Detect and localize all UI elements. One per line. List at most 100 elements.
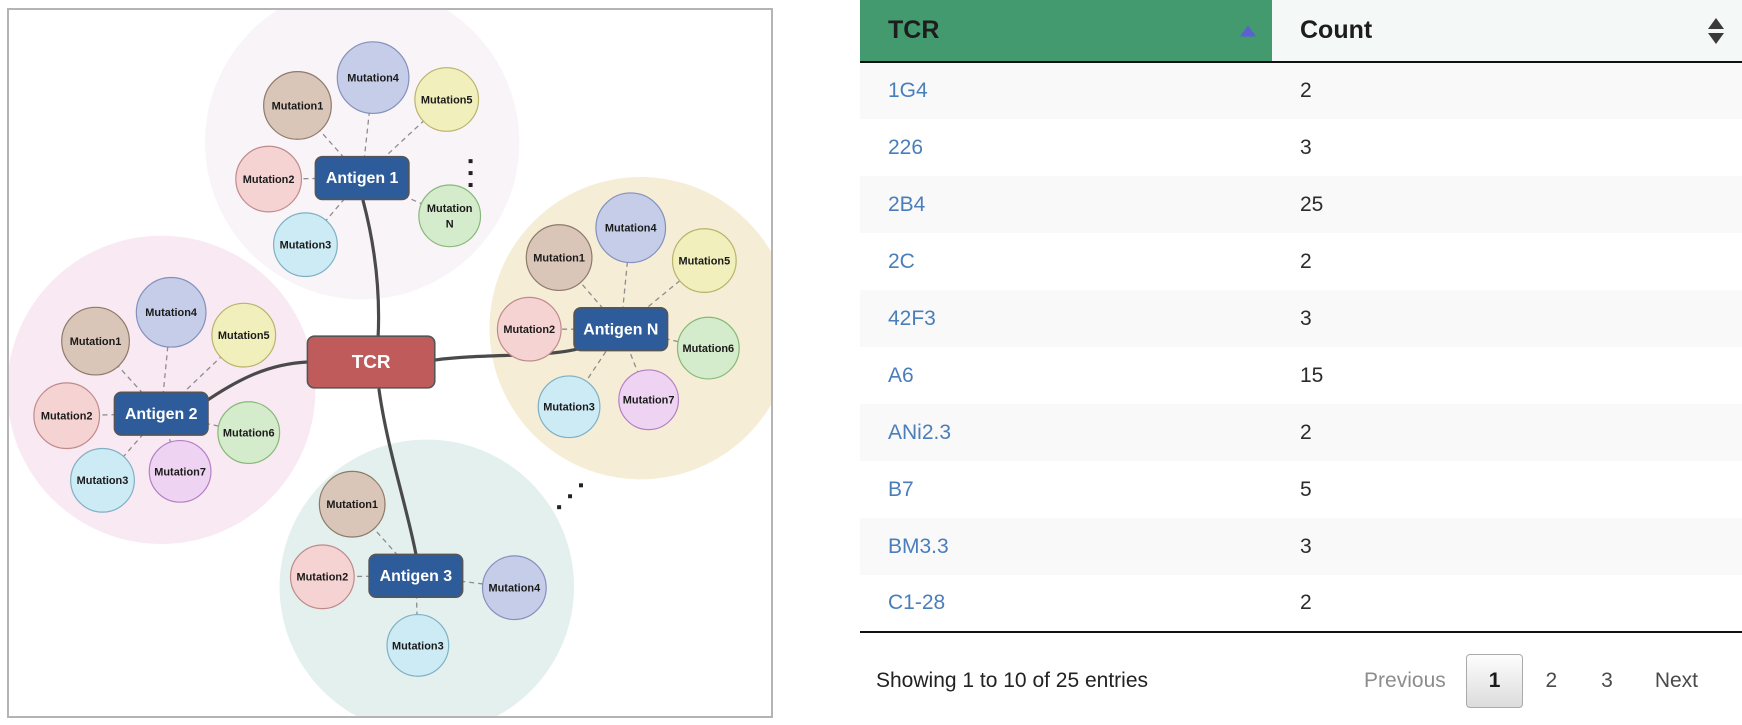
- tcr-antigen-link: [377, 388, 418, 556]
- antigen-label: Antigen 3: [380, 568, 453, 585]
- mutation-node[interactable]: Mutation6: [676, 316, 740, 380]
- pagination-next[interactable]: Next: [1654, 669, 1698, 692]
- sort-ascending-icon: [1240, 25, 1256, 36]
- mutation-circle: [217, 401, 281, 465]
- mutation-label: Mutation: [427, 203, 473, 215]
- mutation-node[interactable]: Mutation3: [386, 613, 450, 677]
- cell-tcr[interactable]: A6: [888, 363, 914, 387]
- mutation-nodes: Mutation1Mutation2Mutation3Mutation4Muta…: [33, 41, 740, 677]
- antigen-node-antigen-2[interactable]: Antigen 2: [113, 391, 209, 436]
- mutation-label: Mutation4: [347, 73, 400, 85]
- mutation-node[interactable]: Mutation6: [217, 401, 281, 465]
- mutation-node[interactable]: Mutation2: [496, 296, 562, 362]
- mutation-node[interactable]: Mutation4: [336, 41, 410, 115]
- mutation-node[interactable]: Mutation1: [525, 224, 593, 292]
- cell-tcr[interactable]: C1-28: [860, 575, 1272, 633]
- antigen-box: [573, 307, 669, 352]
- mutation-circle: [263, 71, 332, 140]
- cell-tcr[interactable]: B7: [888, 477, 914, 501]
- mutation-node[interactable]: Mutation7: [618, 369, 680, 431]
- antigen-node-antigen-n[interactable]: Antigen N: [573, 307, 669, 352]
- mutation-node[interactable]: Mutation4: [481, 555, 547, 621]
- table-row[interactable]: A6 15: [860, 347, 1742, 404]
- mutation-label: Mutation1: [533, 252, 585, 264]
- tcr-node: TCR: [306, 335, 436, 389]
- table-row[interactable]: ANi2.3 2: [860, 404, 1742, 461]
- mutation-node[interactable]: Mutation4: [595, 192, 667, 264]
- mutation-circle: [211, 302, 277, 368]
- mutation-circle: [318, 470, 386, 538]
- cell-count: 2: [1300, 420, 1312, 444]
- mutation-node[interactable]: Mutation5: [414, 67, 480, 132]
- tcr-center-node[interactable]: TCR: [306, 335, 436, 389]
- mutation-node[interactable]: Mutation2: [235, 145, 303, 213]
- cell-count: 3: [1300, 306, 1312, 330]
- column-header-count[interactable]: Count: [1272, 0, 1742, 63]
- mutation-node[interactable]: Mutation2: [289, 544, 355, 610]
- mutation-circle: [135, 276, 207, 348]
- mutation-node[interactable]: Mutation1: [318, 470, 386, 538]
- ellipsis-dot: [557, 505, 562, 510]
- mutation-label: Mutation1: [272, 100, 324, 112]
- column-header-tcr[interactable]: TCR: [860, 0, 1272, 63]
- mutation-circle: [537, 375, 601, 439]
- column-header-count-label: Count: [1300, 16, 1373, 44]
- antigen-node-antigen-3[interactable]: Antigen 3: [368, 553, 464, 598]
- sort-both-icon: [1708, 17, 1724, 44]
- mutation-node[interactable]: Mutation5: [211, 302, 277, 368]
- cell-tcr[interactable]: 2B4: [888, 192, 926, 216]
- cell-tcr[interactable]: BM3.3: [888, 534, 949, 558]
- mutation-label: Mutation2: [41, 411, 93, 423]
- mutation-node[interactable]: Mutation7: [148, 439, 212, 503]
- mutation-node[interactable]: Mutation5: [671, 228, 737, 293]
- mutation-node[interactable]: Mutation4: [135, 276, 207, 348]
- mutation-circle: [148, 439, 212, 503]
- mutation-circle: [61, 306, 130, 376]
- mutation-node[interactable]: Mutation3: [273, 212, 338, 278]
- cell-tcr[interactable]: ANi2.3: [888, 420, 952, 444]
- pagination-previous[interactable]: Previous: [1364, 669, 1446, 692]
- mutation-circle: [33, 382, 101, 450]
- pagination-page-3[interactable]: 3: [1601, 669, 1613, 692]
- network-svg: Mutation1Mutation2Mutation3Mutation4Muta…: [9, 10, 771, 716]
- pagination-page-1[interactable]: 1: [1465, 654, 1524, 708]
- mutation-label: Mutation3: [280, 240, 332, 252]
- mutation-node[interactable]: Mutation1: [61, 306, 130, 376]
- mutation-label: Mutation2: [297, 572, 349, 584]
- cell-tcr[interactable]: 226: [888, 135, 924, 159]
- mutation-node[interactable]: Mutation3: [537, 375, 601, 439]
- cell-tcr[interactable]: 2C: [888, 249, 915, 273]
- cell-tcr[interactable]: 42F3: [888, 306, 936, 330]
- cell-tcr[interactable]: 1G4: [888, 79, 928, 102]
- tcr-box: [306, 335, 436, 389]
- pagination-page-2[interactable]: 2: [1545, 669, 1558, 692]
- antigen-label: Antigen 1: [326, 170, 399, 187]
- antigen-node-antigen-1[interactable]: Antigen 1: [314, 155, 410, 201]
- table-head: TCR Count: [860, 0, 1742, 63]
- antigen-box: [113, 391, 209, 436]
- mutation-circle: [595, 192, 667, 264]
- mutation-node[interactable]: Mutation1: [263, 71, 332, 140]
- mutation-circle: [70, 447, 135, 513]
- antigen-box: [314, 155, 410, 201]
- mutation-node[interactable]: Mutation2: [33, 382, 101, 450]
- mutation-link: [568, 328, 622, 408]
- mutation-label: Mutation6: [682, 343, 734, 355]
- mutation-link: [351, 503, 417, 577]
- mutation-node[interactable]: Mutation3: [70, 447, 135, 513]
- mutation-circle: [481, 555, 547, 621]
- cell-count: 15: [1300, 363, 1324, 387]
- table-row[interactable]: 42F3 3: [860, 290, 1742, 347]
- ellipsis-dot: [468, 159, 473, 164]
